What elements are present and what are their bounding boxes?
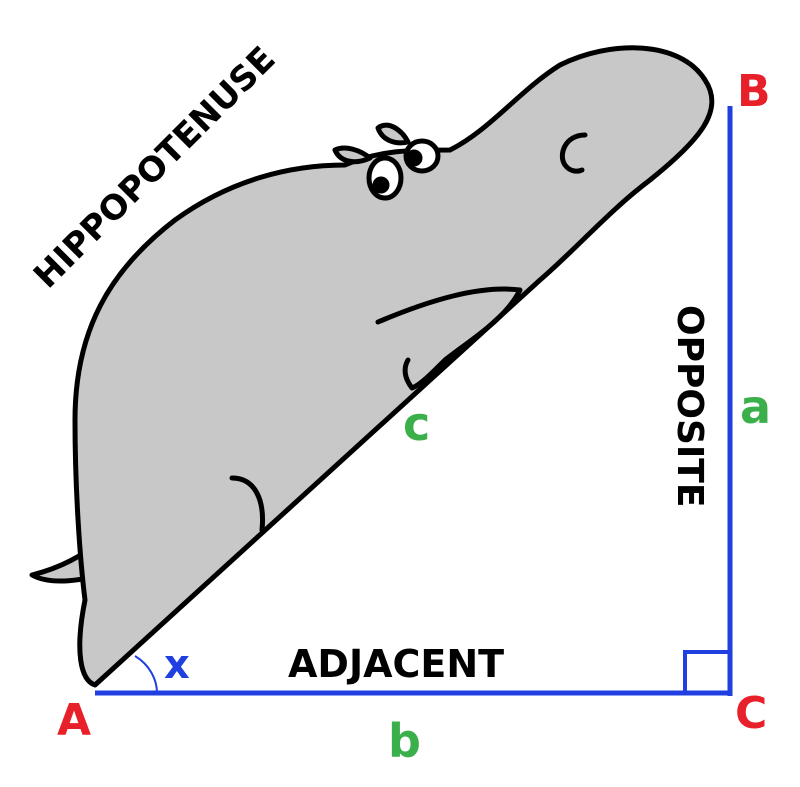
- hippo-body: [72, 45, 715, 688]
- angle-label-x: x: [164, 642, 190, 688]
- right-angle-marker: [683, 650, 728, 693]
- side-label-c: c: [403, 397, 430, 451]
- hippo-back-leg: [229, 475, 266, 533]
- side-label-a: a: [740, 380, 771, 434]
- hippo-pupil-left: [372, 176, 390, 194]
- label-opposite: OPPOSITE: [669, 305, 710, 507]
- label-adjacent: ADJACENT: [288, 642, 504, 686]
- hippo-ear-right: [375, 122, 411, 146]
- hippo-front-leg: [375, 286, 523, 391]
- hippo-pupil-right: [405, 149, 423, 167]
- side-label-b: b: [388, 714, 421, 768]
- vertex-label-c: C: [735, 688, 767, 739]
- hippo-nostril: [559, 132, 588, 174]
- vertex-label-b: B: [737, 66, 771, 117]
- vertex-label-a: A: [57, 695, 91, 746]
- hippo-ear-left: [332, 145, 373, 165]
- hippo-figure: [29, 45, 715, 688]
- angle-arc: [134, 655, 158, 694]
